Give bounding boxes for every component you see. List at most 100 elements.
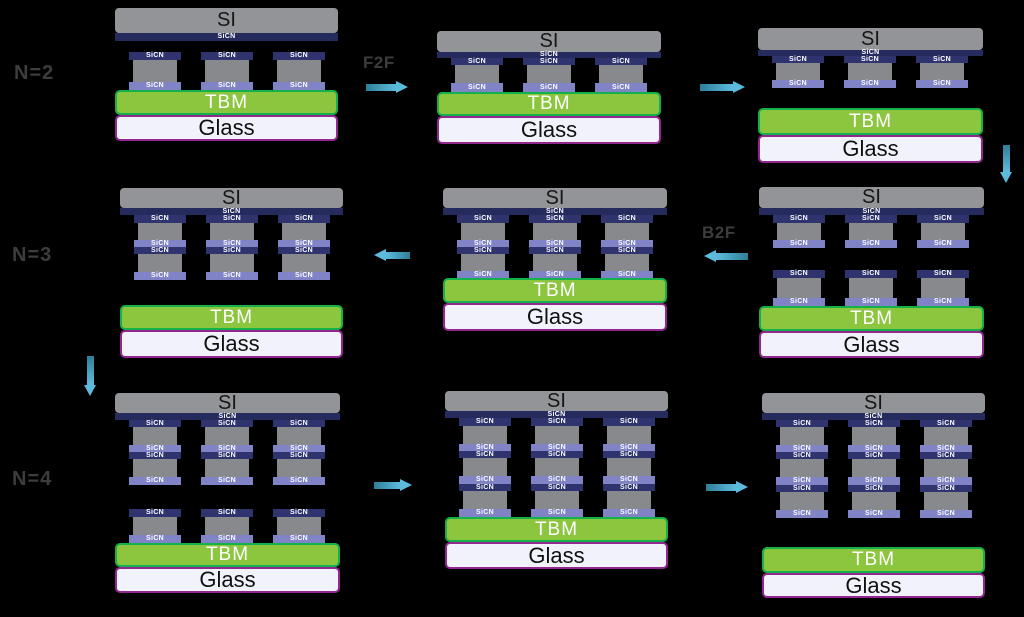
sicn-label: SiCN bbox=[612, 58, 630, 65]
die-back-sicn: SiCN bbox=[201, 82, 253, 90]
sicn-label: SiCN bbox=[618, 240, 636, 247]
glass-bar: Glass bbox=[115, 115, 338, 141]
si-bar: SI bbox=[120, 188, 343, 208]
die-body bbox=[533, 223, 577, 240]
sicn-label: SiCN bbox=[468, 58, 486, 65]
sicn-label: SiCN bbox=[793, 420, 811, 427]
die-body bbox=[605, 254, 649, 271]
sicn-label: SiCN bbox=[937, 420, 955, 427]
sicn-label: SiCN bbox=[934, 298, 952, 305]
sicn-label: SiCN bbox=[620, 476, 638, 483]
die-body bbox=[780, 492, 824, 510]
sicn-label: SiCN bbox=[218, 52, 236, 59]
die-back-sicn: SiCN bbox=[201, 535, 253, 543]
sicn-bonding-strip: SiCN bbox=[443, 208, 667, 215]
arrow-shaft bbox=[700, 84, 733, 91]
sicn-label: SiCN bbox=[218, 413, 237, 420]
die-back-sicn: SiCN bbox=[848, 477, 900, 485]
sicn-label: SiCN bbox=[546, 208, 564, 215]
die-body bbox=[924, 492, 968, 510]
arrow-shaft bbox=[366, 84, 396, 91]
sicn-label: SiCN bbox=[290, 52, 308, 59]
sicn-label: SiCN bbox=[793, 445, 811, 452]
die-face-sicn: SiCN bbox=[531, 484, 583, 491]
si-bar: SI bbox=[115, 8, 338, 33]
sicn-label: SiCN bbox=[618, 271, 636, 278]
die-back-sicn: SiCN bbox=[603, 509, 655, 517]
die-back-sicn: SiCN bbox=[523, 83, 575, 92]
tbm-bar: TBM bbox=[115, 90, 338, 115]
die-back-sicn: SiCN bbox=[845, 298, 897, 306]
die-face-sicn: SiCN bbox=[278, 247, 330, 254]
sicn-label: SiCN bbox=[618, 247, 636, 254]
sicn-label: SiCN bbox=[223, 215, 241, 222]
die-back-sicn: SiCN bbox=[603, 476, 655, 484]
tbm-bar: TBM bbox=[445, 517, 668, 542]
sicn-label: SiCN bbox=[789, 56, 807, 63]
die-face-sicn: SiCN bbox=[201, 420, 253, 427]
die-face-sicn: SiCN bbox=[273, 420, 325, 427]
sicn-label: SiCN bbox=[290, 509, 308, 516]
arrow-head bbox=[736, 481, 748, 493]
sicn-label: SiCN bbox=[618, 215, 636, 222]
die-body bbox=[277, 459, 321, 477]
die-body bbox=[277, 427, 321, 445]
die-back-sicn: SiCN bbox=[457, 271, 509, 278]
sicn-label: SiCN bbox=[218, 509, 236, 516]
arrow-head bbox=[400, 479, 412, 491]
die-body bbox=[852, 427, 896, 445]
sicn-label: SiCN bbox=[146, 509, 164, 516]
glass-bar: Glass bbox=[762, 573, 985, 598]
die-face-sicn: SiCN bbox=[595, 58, 647, 65]
die-back-sicn: SiCN bbox=[601, 240, 653, 247]
sicn-label: SiCN bbox=[222, 208, 241, 215]
die-face-sicn: SiCN bbox=[601, 247, 653, 254]
glass-bar: Glass bbox=[445, 542, 668, 569]
sicn-label: SiCN bbox=[146, 477, 164, 484]
die-back-sicn: SiCN bbox=[129, 82, 181, 90]
sicn-label: SiCN bbox=[861, 56, 879, 63]
die-face-sicn: SiCN bbox=[776, 485, 828, 492]
die-back-sicn: SiCN bbox=[459, 509, 511, 517]
die-body bbox=[133, 427, 177, 445]
die-face-sicn: SiCN bbox=[129, 52, 181, 60]
sicn-label: SiCN bbox=[546, 240, 564, 247]
row-label-n2: N=2 bbox=[14, 62, 55, 84]
arrow-head bbox=[396, 81, 408, 93]
die-back-sicn: SiCN bbox=[917, 298, 969, 306]
sicn-label: SiCN bbox=[146, 82, 164, 89]
arrow-n2-debond-icon bbox=[700, 81, 745, 94]
sicn-label: SiCN bbox=[146, 535, 164, 542]
sicn-bonding-strip: SiCN bbox=[762, 413, 985, 420]
sicn-label: SiCN bbox=[146, 445, 164, 452]
flow-label-b2f: B2F bbox=[702, 223, 736, 242]
die-face-sicn: SiCN bbox=[772, 56, 824, 63]
die-body bbox=[921, 278, 965, 298]
sicn-label: SiCN bbox=[793, 510, 811, 517]
row-label-n4: N=4 bbox=[12, 468, 53, 490]
die-back-sicn: SiCN bbox=[129, 445, 181, 452]
sicn-label: SiCN bbox=[861, 49, 880, 56]
die-body bbox=[599, 65, 643, 83]
die-face-sicn: SiCN bbox=[457, 215, 509, 223]
sicn-label: SiCN bbox=[548, 451, 566, 458]
sicn-label: SiCN bbox=[290, 535, 308, 542]
die-back-sicn: SiCN bbox=[531, 444, 583, 451]
die-back-sicn: SiCN bbox=[848, 510, 900, 518]
die-body bbox=[461, 254, 505, 271]
arrow-shaft bbox=[374, 482, 400, 489]
sicn-label: SiCN bbox=[862, 298, 880, 305]
die-body bbox=[210, 254, 254, 272]
sicn-label: SiCN bbox=[476, 484, 494, 491]
die-back-sicn: SiCN bbox=[920, 477, 972, 485]
die-face-sicn: SiCN bbox=[529, 247, 581, 254]
sicn-label: SiCN bbox=[223, 240, 241, 247]
sicn-label: SiCN bbox=[546, 247, 564, 254]
sicn-label: SiCN bbox=[474, 247, 492, 254]
sicn-label: SiCN bbox=[295, 247, 313, 254]
die-body bbox=[461, 223, 505, 240]
